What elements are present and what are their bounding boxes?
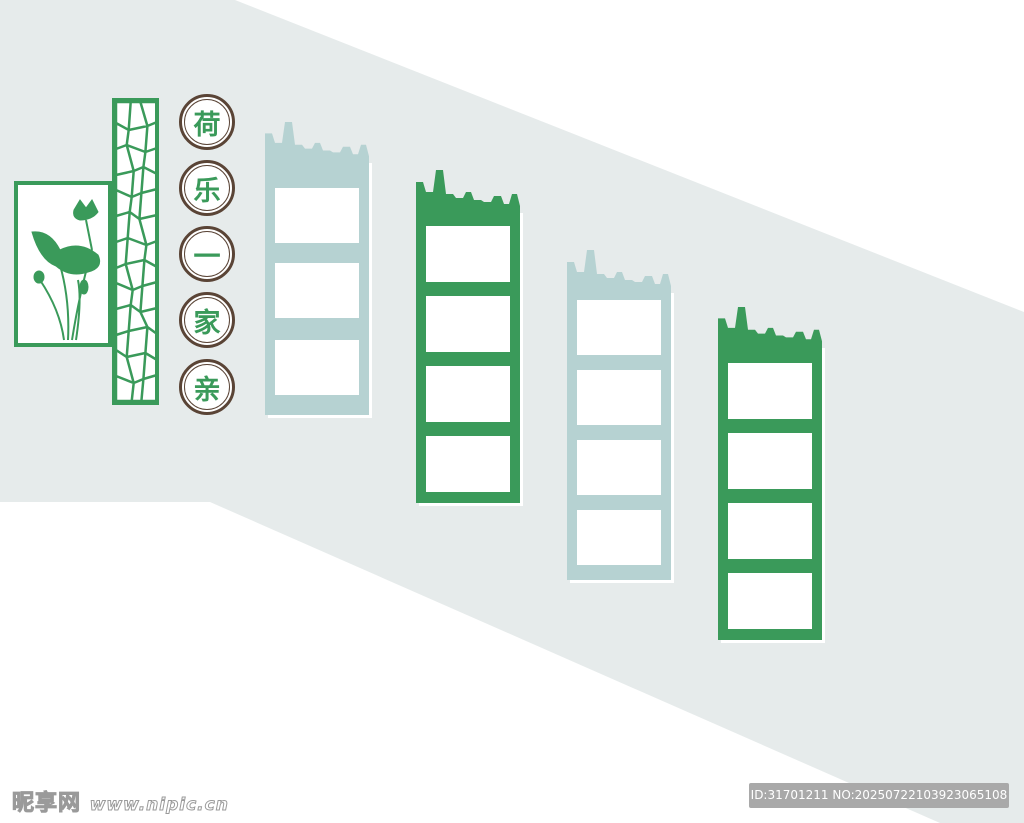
photo-slot xyxy=(728,433,812,489)
slogan-circle: 荷 xyxy=(179,94,235,150)
photo-slot xyxy=(577,510,661,565)
photo-frame-panel xyxy=(718,307,825,643)
slogan-character: 乐 xyxy=(193,175,221,207)
watermark-site-name: 昵享网 xyxy=(11,791,82,817)
photo-slot xyxy=(577,370,661,425)
photo-frame-panel xyxy=(567,250,674,583)
photo-frame-panel xyxy=(265,122,372,418)
slogan-circle: 乐 xyxy=(179,160,235,216)
slogan-circle: 亲 xyxy=(179,359,235,415)
slogan-character: 家 xyxy=(193,307,221,339)
watermark-url: www.nipic.cn xyxy=(89,795,229,816)
photo-slot xyxy=(728,363,812,419)
watermark-id: ID:31701211 NO:20250722103923065108 xyxy=(749,783,1009,808)
photo-slot xyxy=(728,503,812,559)
photo-frame-panel xyxy=(416,170,523,506)
photo-slot xyxy=(728,573,812,629)
lattice-screen xyxy=(112,98,159,405)
photo-slot xyxy=(577,300,661,355)
slogan-circle: 一 xyxy=(179,226,235,282)
lotus-frame xyxy=(14,181,112,347)
slogan-character: 荷 xyxy=(193,109,221,141)
photo-slot xyxy=(275,263,359,318)
photo-slot xyxy=(426,296,510,352)
photo-slot xyxy=(275,188,359,243)
photo-slot xyxy=(426,226,510,282)
slogan-circle: 家 xyxy=(179,292,235,348)
slogan-character: 一 xyxy=(193,241,221,273)
photo-slot xyxy=(577,440,661,495)
slogan-character: 亲 xyxy=(193,374,221,406)
photo-slot xyxy=(426,366,510,422)
photo-slot xyxy=(275,340,359,395)
watermark-logo: 昵享网 www.nipic.cn xyxy=(11,785,229,817)
photo-slot xyxy=(426,436,510,492)
lotus-plant-icon xyxy=(31,199,101,341)
